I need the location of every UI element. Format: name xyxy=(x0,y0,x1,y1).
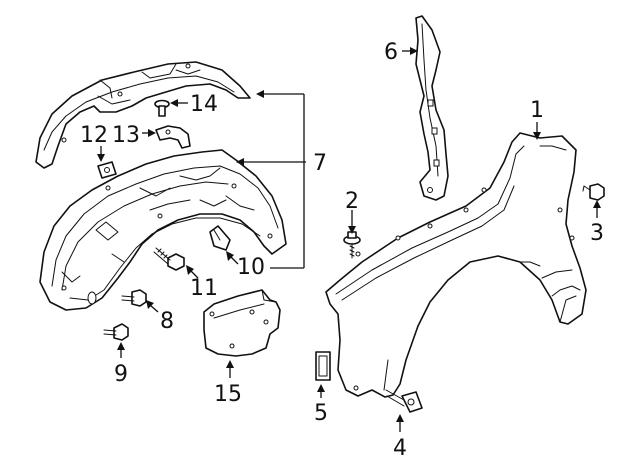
clip-part-10 xyxy=(209,225,231,251)
fender-liner-part-7 xyxy=(39,149,287,311)
nut-part-3 xyxy=(582,183,605,201)
callout-14: 14 xyxy=(190,92,218,117)
callout-12: 12 xyxy=(80,123,108,148)
callout-3: 3 xyxy=(590,221,604,246)
clip-part-12 xyxy=(97,161,117,179)
callout-10: 10 xyxy=(237,255,265,280)
callout-5: 5 xyxy=(314,401,328,426)
upper-liner xyxy=(35,61,251,169)
pushpin-part-14 xyxy=(154,99,170,117)
callout-15: 15 xyxy=(214,382,242,407)
callout-7: 7 xyxy=(313,151,327,176)
leader-lines xyxy=(97,47,601,432)
clip-part-4 xyxy=(385,389,423,413)
bolt-part-8 xyxy=(121,289,147,307)
bracket-part-6 xyxy=(415,15,449,201)
bolt-part-9 xyxy=(103,323,129,341)
fender-part-1 xyxy=(325,132,587,398)
callout-numbers: 1 2 3 4 5 6 7 8 9 10 11 12 13 14 15 xyxy=(80,40,604,461)
shield-part-15 xyxy=(203,289,281,357)
callout-8: 8 xyxy=(160,309,174,334)
pad-part-5 xyxy=(315,351,331,381)
screw-part-2 xyxy=(343,231,361,259)
callout-9: 9 xyxy=(114,362,128,387)
callout-13: 13 xyxy=(112,123,140,148)
callout-11: 11 xyxy=(190,276,218,301)
callout-6: 6 xyxy=(384,40,398,65)
callout-2: 2 xyxy=(345,189,359,214)
bracket-part-13 xyxy=(155,125,191,149)
bolt-part-11 xyxy=(153,247,185,271)
callout-4: 4 xyxy=(393,436,407,461)
callout-1: 1 xyxy=(530,98,544,123)
